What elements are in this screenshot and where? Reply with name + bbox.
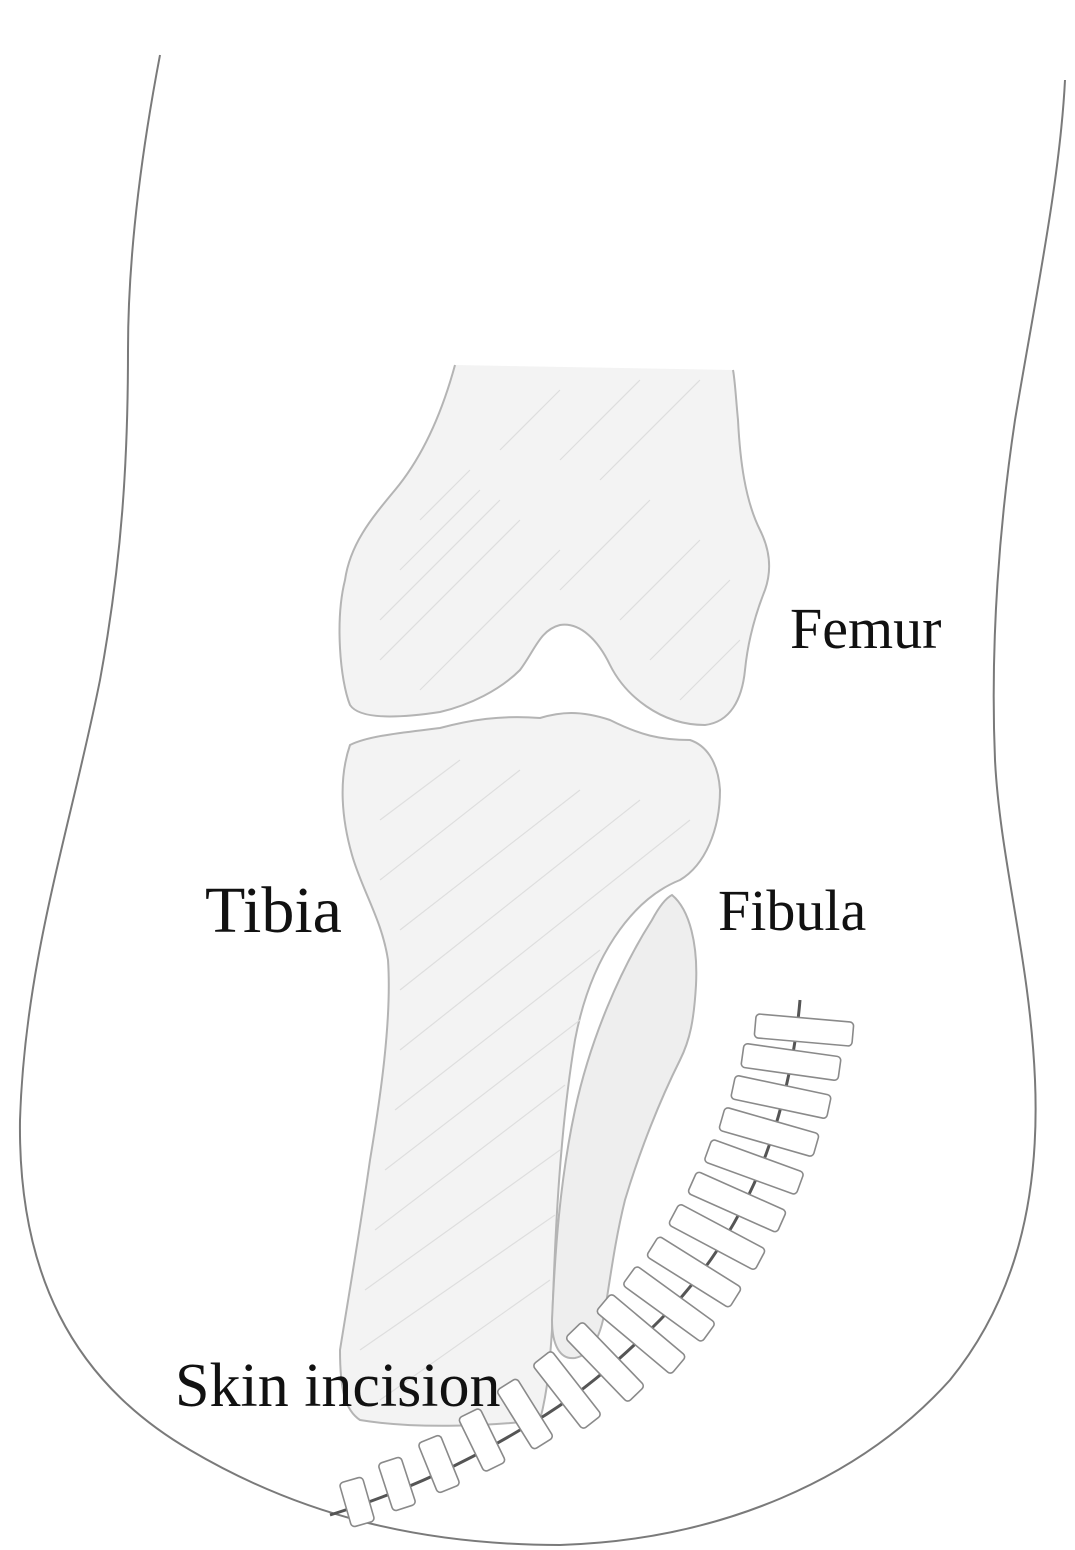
tibia-label: Tibia [205, 878, 342, 944]
femur-bone [340, 365, 770, 725]
femur-label: Femur [790, 600, 941, 658]
skin-incision-label: Skin incision [175, 1355, 501, 1417]
fibula-label: Fibula [718, 882, 866, 940]
